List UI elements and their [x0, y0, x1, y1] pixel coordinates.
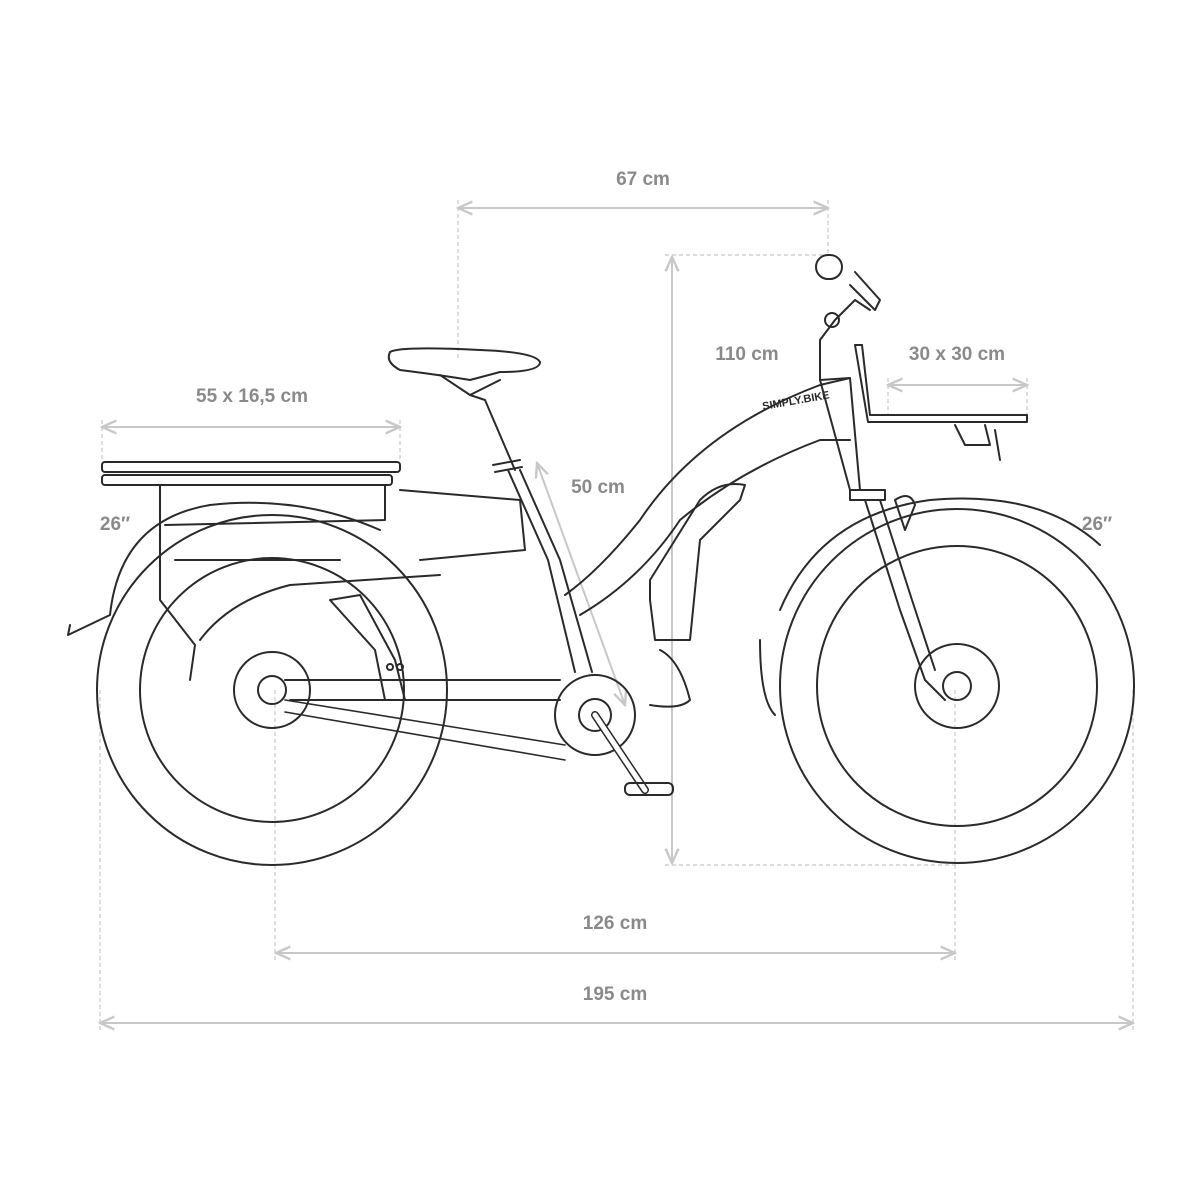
dim-67cm-label: 67 cm — [616, 169, 670, 190]
rear-wheel-size-label: 26″ — [99, 514, 131, 535]
front-rack — [854, 344, 1028, 423]
dim-195cm-label: 195 cm — [582, 984, 648, 1005]
seatpost — [469, 394, 516, 471]
chain — [284, 699, 566, 761]
rear-wheel — [96, 514, 448, 866]
fork — [864, 499, 946, 701]
dim-110cm-label: 110 cm — [715, 344, 779, 365]
rear-rack — [101, 461, 441, 681]
down-tube-bottom — [579, 439, 851, 616]
dim-rack-label: 55 x 16,5 cm — [196, 386, 308, 407]
handlebar — [849, 271, 881, 311]
rear-fender — [67, 501, 381, 636]
front-fender — [779, 497, 1101, 611]
chainring — [554, 674, 636, 756]
dim-basket-label: 30 x 30 cm — [908, 344, 1006, 365]
motor — [649, 649, 691, 708]
bike-outline — [67, 254, 1135, 866]
chainstay — [284, 679, 561, 701]
pedal — [624, 782, 674, 796]
saddle — [387, 347, 541, 381]
extension-lines — [99, 200, 1134, 1030]
kickstand-mount — [329, 594, 406, 701]
front-wheel — [779, 508, 1135, 864]
dimension-lines — [100, 208, 1133, 1023]
battery — [649, 483, 746, 641]
dim-50cm-label: 50 cm — [571, 477, 625, 498]
grip — [815, 254, 843, 280]
dim-126cm-label: 126 cm — [582, 913, 648, 934]
seat-tube — [507, 469, 576, 673]
front-reflector — [894, 495, 916, 531]
dim-50cm-line — [537, 463, 625, 705]
rack-strut — [399, 489, 526, 561]
down-tube-top — [564, 377, 851, 596]
stem — [819, 299, 871, 381]
brand-logo: SIMPLY.BIKE — [761, 389, 830, 413]
front-wheel-size-label: 26″ — [1081, 514, 1113, 535]
